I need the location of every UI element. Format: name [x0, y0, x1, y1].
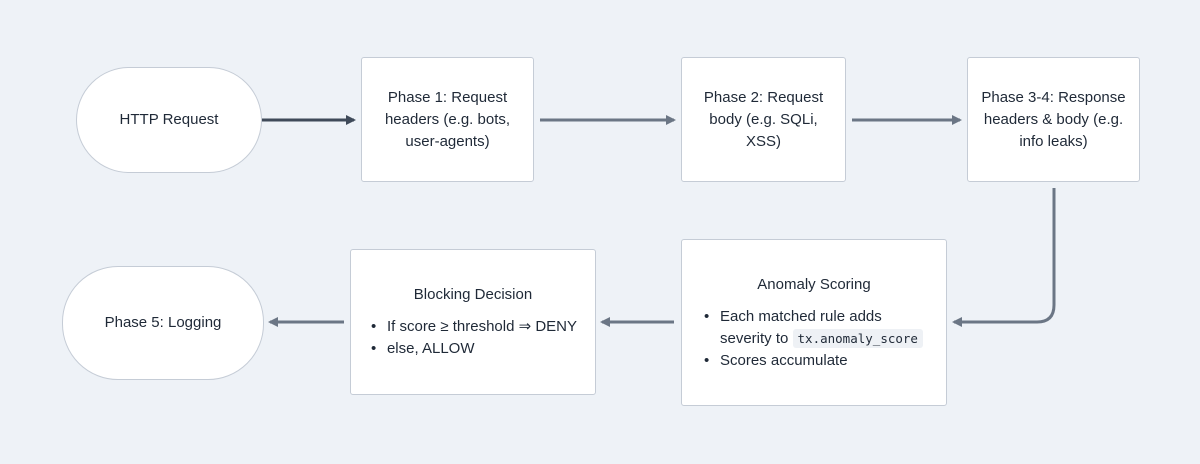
- blocking-bullet-allow-text: else, ALLOW: [386, 340, 475, 357]
- anomaly-bullet-severity-text: Each matched rule adds severity to: [720, 307, 882, 347]
- phase5-logging-node: Phase 5: Logging: [62, 266, 264, 380]
- blocking-bullet-allow: else, ALLOW: [369, 338, 577, 360]
- anomaly-scoring-node: Anomaly Scoring Each matched rule adds s…: [681, 239, 947, 406]
- anomaly-bullet-accumulate-text: Scores accumulate: [720, 351, 848, 369]
- blocking-bullet-deny-text: If score ≥ threshold ⇒ DENY: [386, 318, 578, 335]
- phase34-label: Phase 3-4: Response headers & body (e.g.…: [981, 88, 1126, 150]
- blocking-bullet-deny: If score ≥ threshold ⇒ DENY: [369, 316, 577, 338]
- anomaly-bullet-severity: Each matched rule adds severity to tx.an…: [702, 306, 926, 350]
- blocking-decision-node: Blocking Decision If score ≥ threshold ⇒…: [350, 249, 596, 395]
- anomaly-scoring-title: Anomaly Scoring: [757, 275, 871, 293]
- arrow-phase34-to-anomaly: [952, 188, 1056, 327]
- anomaly-bullet-accumulate: Scores accumulate: [702, 350, 926, 372]
- blocking-decision-list: If score ≥ threshold ⇒ DENY else, ALLOW: [369, 316, 577, 360]
- phase5-logging-label: Phase 5: Logging: [104, 314, 222, 331]
- anomaly-score-variable: tx.anomaly_score: [792, 328, 923, 348]
- phase2-node: Phase 2: Request body (e.g. SQLi, XSS): [681, 57, 846, 182]
- phase1-node: Phase 1: Request headers (e.g. bots, use…: [361, 57, 534, 182]
- phase34-node: Phase 3-4: Response headers & body (e.g.…: [967, 57, 1140, 182]
- anomaly-scoring-list: Each matched rule adds severity to tx.an…: [702, 306, 926, 372]
- blocking-decision-title: Blocking Decision: [413, 286, 533, 303]
- phase2-label: Phase 2: Request body (e.g. SQLi, XSS): [703, 88, 824, 150]
- http-request-label: HTTP Request: [119, 111, 219, 128]
- http-request-node: HTTP Request: [76, 67, 262, 173]
- phase1-label: Phase 1: Request headers (e.g. bots, use…: [384, 88, 511, 150]
